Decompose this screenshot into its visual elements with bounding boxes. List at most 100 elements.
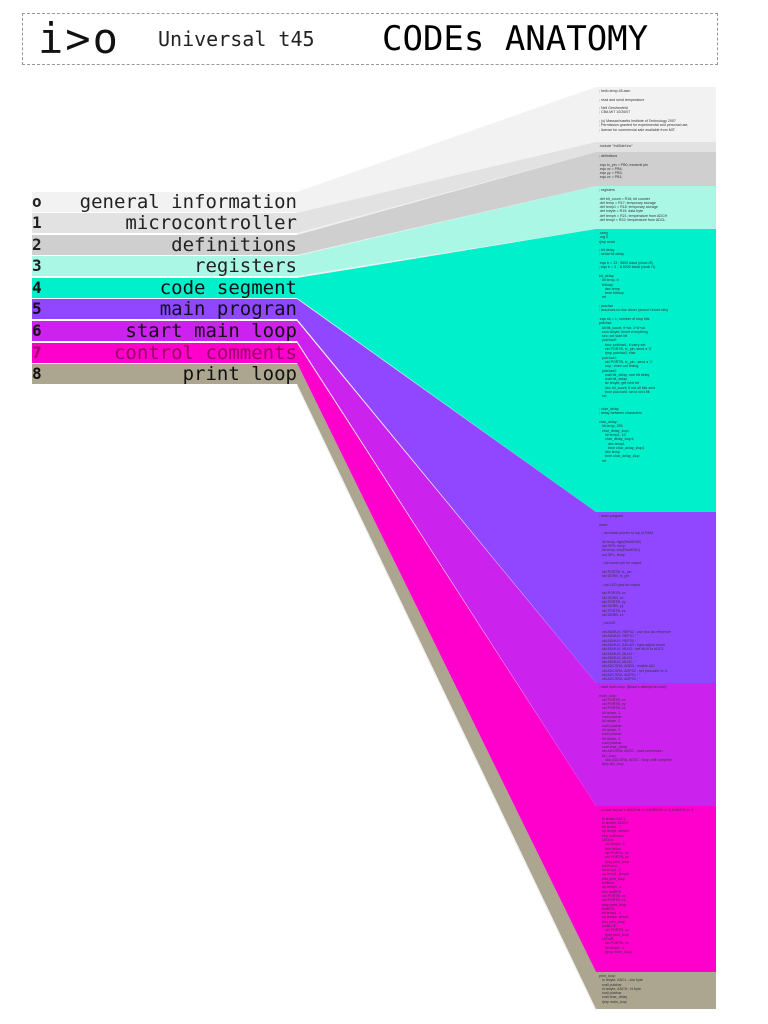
code-line: brcc putchar1; if carry set: [599, 342, 646, 347]
code-line: ; char_delay: [599, 407, 619, 412]
code-line: cp temp1, temph: [599, 872, 629, 877]
section-label: control comments: [113, 342, 297, 364]
code-line: rcall putchar: [599, 715, 622, 720]
flow-band-3: [297, 186, 596, 276]
code-line: dec temp: [599, 450, 620, 455]
code-line: sbi PORTB, yy: [599, 855, 629, 860]
code-line: cbi ADMUX, REFS2 ; use Vcc as reference: [599, 630, 671, 635]
code-line: ledGreen:: [599, 863, 618, 868]
section-label: print loop: [182, 363, 297, 385]
code-line: ; control led as Y ADCH is <= 2,if ADCH …: [599, 808, 694, 812]
flow-band-6: [297, 321, 596, 806]
section-number: 7: [32, 343, 42, 362]
code-block: ; definitions .equ tx_pin = PB0; transmi…: [596, 152, 716, 186]
code-line: .def bit_count = R16; bit counter: [599, 196, 651, 201]
code-line: rcall putchar: [599, 732, 622, 737]
code-line: (rjmp main_loop): [599, 949, 632, 954]
code-line: ldi temp1, 3: [599, 868, 621, 873]
code-line: ;.equ b = 3 ; 115200 baud (clock /1): [599, 265, 656, 270]
code-line: ; assumes no line driver (doesn't invert…: [599, 308, 669, 313]
code-line: ldi temp1, 2: [599, 825, 621, 830]
header-frame: [22, 13, 718, 65]
code-line: brlo ledon: [599, 846, 621, 851]
code-line: cbi temph, 2: [599, 842, 625, 847]
section-bar-1: [32, 213, 297, 233]
code-line: sbi PORTB, zz: [599, 898, 626, 903]
code-line: sbi DDRB, yy: [599, 604, 624, 609]
section-bar-8: [32, 364, 297, 384]
section-bar-3: [32, 256, 297, 276]
section-number: 1: [32, 213, 42, 232]
section-row: 7 control comments: [32, 343, 297, 363]
code-line: main_loop:: [599, 693, 617, 698]
code-line: putchar1:: [599, 355, 617, 360]
code-line: rcall putchar: [599, 982, 622, 987]
code-line: .def temp1 = R18; temporary storage: [599, 205, 658, 210]
code-line: brne char_delay_loop1: [599, 445, 645, 450]
code-line: .def temph = R21; temperature from ADCH: [599, 213, 668, 218]
code-line: ; CBA MIT 10/26/07: [599, 110, 631, 115]
code-line: brlo print_loop: [599, 876, 625, 881]
code-line: ; read and send temperature: [599, 97, 645, 102]
code-line: dec temp1: [599, 441, 625, 446]
code-line: sbi PORTB, yy: [599, 599, 626, 604]
code-line: .equ xx = PB4;: [599, 166, 623, 171]
code-line: .def temp = R17; temporary storage: [599, 200, 656, 205]
code-line: char_delay:: [599, 420, 618, 425]
code-line: cbi ADMUX, MUX2 ; ": [599, 651, 637, 656]
code-line: brlo ledRED: [599, 889, 622, 894]
code-line: cbi PORTB, xx: [599, 928, 629, 933]
code-line: cbi PORTB, xx: [599, 850, 629, 855]
flow-band-2: [297, 152, 596, 255]
section-number: 5: [32, 299, 42, 318]
code-line: cbi PORTB, xx: [599, 697, 626, 702]
code-line: ldi temp, b: [599, 278, 619, 283]
code-block: print_loop: in txbyte, ADCL ; low byte r…: [596, 972, 716, 1009]
code-line: cbi PORTB, yy: [599, 702, 626, 707]
code-line: AD_loop:: [599, 753, 617, 758]
code-line: char_delay_loop:: [599, 428, 630, 433]
code-line: ldi temp, low(RAMEND): [599, 548, 640, 553]
code-line: rcall char_delay: [599, 745, 628, 750]
section-bar-4: [32, 278, 297, 298]
code-line: cbi ADMUX, REFS1 ; ": [599, 634, 639, 639]
code-block: ; hello.temp.45.asm ; read and send temp…: [596, 87, 716, 142]
logo: i>o: [38, 14, 120, 63]
code-line: ; start main loop, (Beam's attempt at co…: [599, 685, 667, 689]
code-line: ldi txbyte, 1: [599, 710, 621, 715]
code-line: ldi temp1, 4: [599, 945, 624, 950]
code-line: ret;: [599, 394, 608, 399]
section-bar-2: [32, 235, 297, 255]
code-block: ; registers .def bit_count = R16; bit co…: [596, 186, 716, 229]
code-line: in templ, ADCL: [599, 816, 626, 821]
code-line: rjmp print_loop: [599, 902, 626, 907]
code-line: nop ; even out timing: [599, 364, 639, 369]
code-line: .equ yy = PB3;: [599, 171, 623, 176]
code-line: brne putchar0; send next bit: [599, 389, 650, 394]
code-line: dec temp: [599, 286, 620, 291]
flow-band-edge-8: [297, 384, 596, 1012]
code-line: cbi PORTB, xx: [599, 893, 626, 898]
code-line: dec bit_count; if not all bits sent: [599, 385, 656, 390]
code-line: rcall putchar: [599, 723, 622, 728]
code-line: .def txbyte = R19; data byte: [599, 209, 644, 214]
code-block: .include "tn45def.inc": [596, 142, 716, 152]
code-line: ; main program: [599, 514, 624, 518]
code-line: out SPL, temp: [599, 552, 625, 557]
code-line: cp temph, 4: [599, 885, 621, 890]
code-line: rcall putchar: [599, 740, 622, 745]
code-line: ; (c) Massachusetts Institute of Technol…: [599, 119, 676, 124]
code-line: ldi txbyte, 4: [599, 736, 621, 741]
code-line: in txbyte, ADCH ; hi byte: [599, 986, 641, 991]
code-line: cp temp1, temph: [599, 829, 629, 834]
code-line: ; delay between characters: [599, 411, 642, 416]
code-line: ledRED:: [599, 906, 616, 911]
code-line: LEDon:: [599, 838, 614, 843]
code-line: .org 0: [599, 235, 609, 240]
section-label: registers: [194, 255, 297, 277]
code-line: .equ sb = 1; number of stop bits: [599, 316, 650, 321]
